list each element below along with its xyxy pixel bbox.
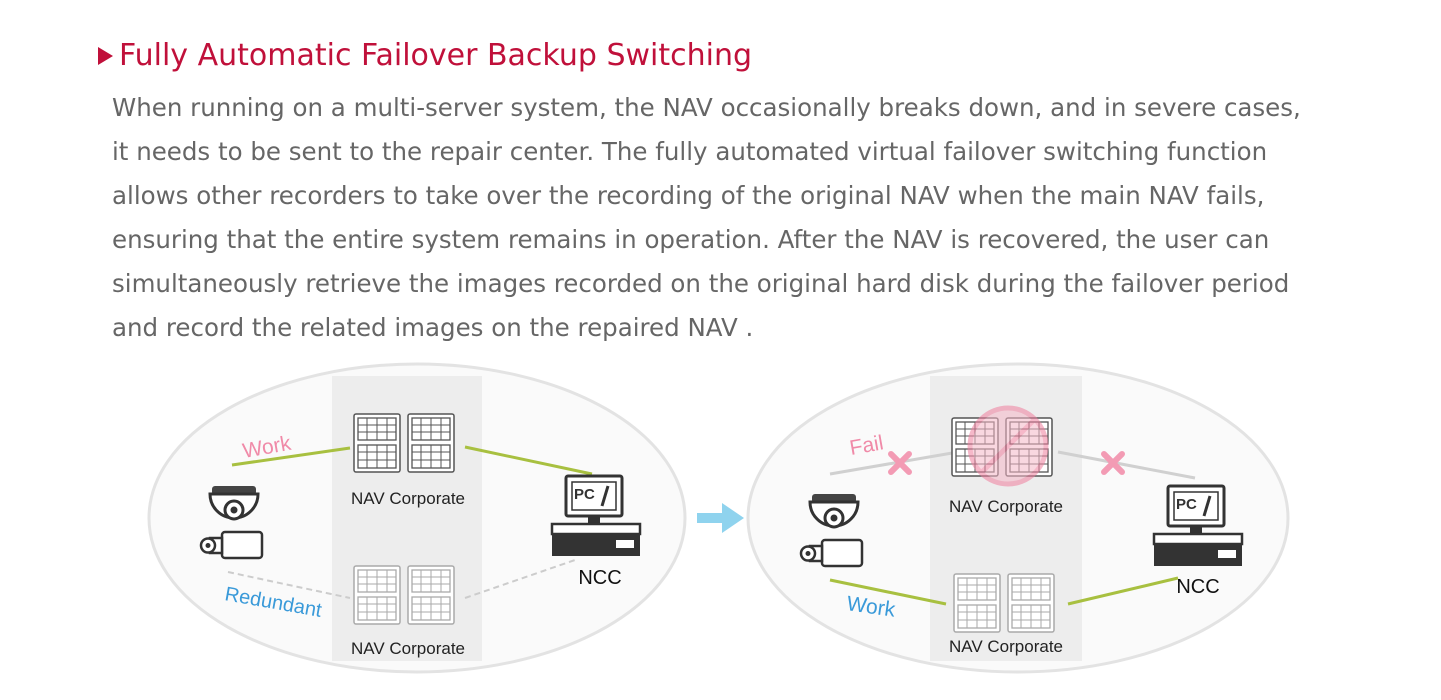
before-pc-label: PC — [574, 486, 595, 503]
after-failed-ncc-link — [1057, 450, 1196, 480]
after-work-ncc-link — [1067, 576, 1179, 606]
after-failed-camera-link — [829, 450, 959, 476]
after-fail-circle-icon — [967, 405, 1049, 487]
diagram-after: PC Fail Work NAV Corporate NAV Corporate… — [746, 362, 1290, 674]
after-pc-label: PC — [1176, 496, 1197, 513]
before-redundant-link — [227, 571, 351, 599]
section-heading: Fully Automatic Failover Backup Switchin… — [98, 38, 752, 73]
after-nav-bottom-label: NAV Corporate — [949, 637, 1063, 656]
after-nav-top-label: NAV Corporate — [949, 497, 1063, 516]
description-paragraph: When running on a multi-server system, t… — [112, 93, 1301, 342]
diagram-before: PC Work Redundant NAV Corporate NAV Corp… — [147, 362, 687, 674]
before-nav-bottom-label: NAV Corporate — [351, 639, 465, 658]
triangle-bullet-icon — [98, 46, 113, 65]
section-title: Fully Automatic Failover Backup Switchin… — [119, 38, 753, 73]
after-work-link — [829, 578, 947, 606]
before-ncc-label: NCC — [578, 567, 621, 589]
transition-arrow-icon — [697, 503, 744, 533]
before-work-link — [231, 446, 351, 467]
before-ncc-link — [464, 445, 593, 476]
after-ncc-label: NCC — [1176, 576, 1219, 598]
before-nav-top-label: NAV Corporate — [351, 489, 465, 508]
